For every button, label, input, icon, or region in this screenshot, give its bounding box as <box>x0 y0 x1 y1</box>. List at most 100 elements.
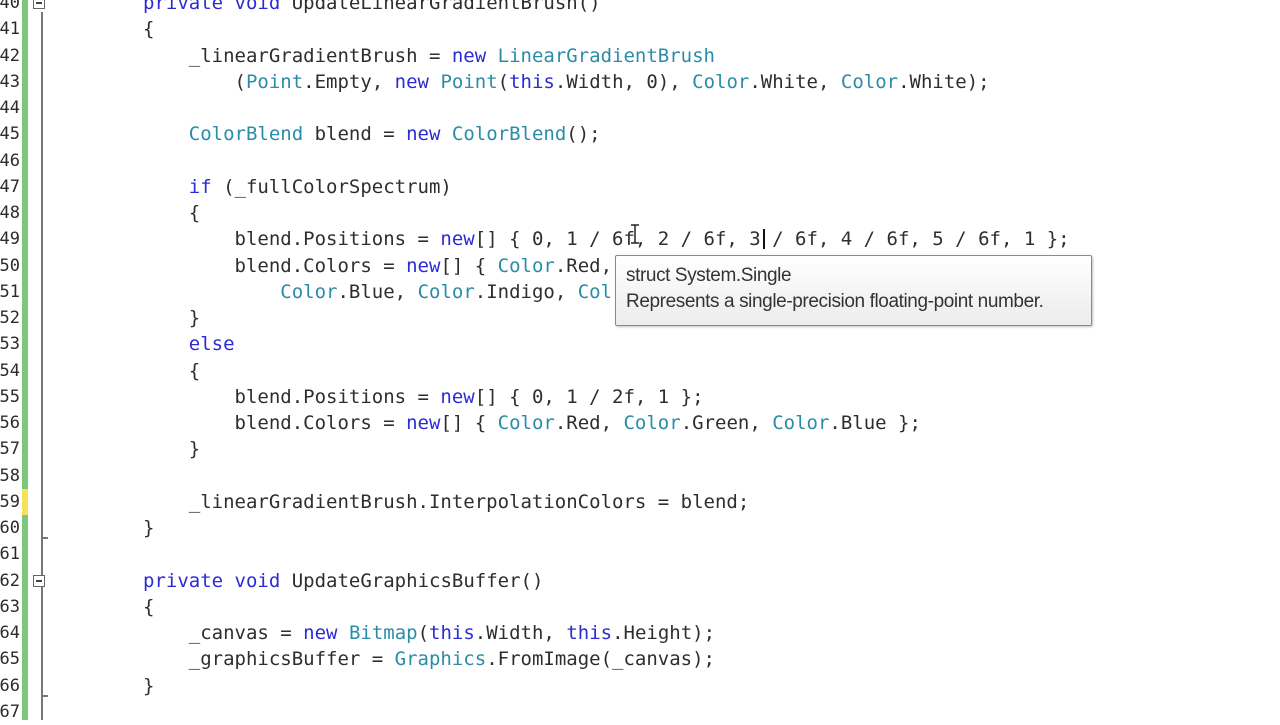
line-number: 50 <box>0 255 20 276</box>
code-line[interactable]: _linearGradientBrush = new LinearGradien… <box>143 43 715 69</box>
keyword-token: void <box>234 0 281 14</box>
code-line[interactable]: _graphicsBuffer = Graphics.FromImage(_ca… <box>143 646 715 672</box>
code-line[interactable]: { <box>143 594 154 620</box>
code-line[interactable]: blend.Colors = new[] { Color.Red, <box>143 253 613 279</box>
code-token: _linearGradientBrush = <box>143 44 452 67</box>
line-number: 47 <box>0 176 20 197</box>
keyword-token: private <box>143 0 224 14</box>
code-line[interactable]: { <box>143 358 200 384</box>
code-token: { <box>143 202 201 224</box>
code-token <box>143 176 189 198</box>
code-line[interactable]: else <box>143 331 235 357</box>
code-token: UpdateGraphicsBuffer() <box>280 569 544 592</box>
code-token <box>143 333 189 355</box>
code-token: .Red, <box>554 254 613 277</box>
change-tracking-bar <box>22 0 28 720</box>
code-token: { <box>143 595 155 618</box>
line-number: 57 <box>0 439 20 460</box>
code-token: ( <box>497 70 510 93</box>
keyword-token: void <box>234 569 281 592</box>
keyword-token: private <box>143 569 224 592</box>
code-line[interactable]: if (_fullColorSpectrum) <box>143 174 452 200</box>
code-line[interactable]: ColorBlend blend = new ColorBlend(); <box>143 121 601 147</box>
code-line[interactable]: (Point.Empty, new Point(this.Width, 0), … <box>143 69 990 95</box>
code-token: ( <box>417 622 430 644</box>
code-token: .Width, 0), <box>554 70 693 93</box>
keyword-token: new <box>440 228 475 251</box>
code-token: UpdateLinearGradientBrush() <box>280 0 601 14</box>
code-token: .Indigo, <box>474 280 578 303</box>
code-line[interactable]: Color.Blue, Color.Indigo, Col <box>143 279 612 305</box>
line-number: 64 <box>0 623 20 643</box>
type-token: Color <box>497 254 555 277</box>
code-token <box>223 570 234 592</box>
line-number: 66 <box>0 675 20 696</box>
code-line[interactable]: blend.Colors = new[] { Color.Red, Color.… <box>143 410 921 436</box>
code-token <box>429 71 440 93</box>
code-line[interactable]: { <box>143 16 154 42</box>
code-token: .Height); <box>612 622 716 644</box>
code-token: .Empty, <box>303 70 395 93</box>
type-token: LinearGradientBrush <box>497 44 715 67</box>
line-number: 67 <box>0 701 20 722</box>
code-line[interactable]: { <box>143 200 200 226</box>
collapse-region-icon[interactable] <box>33 574 45 587</box>
type-token: Col <box>577 280 613 303</box>
collapse-region-icon[interactable] <box>33 0 45 9</box>
type-token: Color <box>692 70 750 93</box>
line-number: 56 <box>0 413 20 433</box>
type-token: Color <box>623 412 681 434</box>
code-token: blend.Positions = <box>143 228 441 251</box>
code-token: [] { 0, 1 / 6f, 2 / 6f, 3 / 6f, 4 / 6f, … <box>474 228 1070 251</box>
type-token: ColorBlend <box>451 123 567 146</box>
line-number: 60 <box>0 518 20 538</box>
code-token: .Blue }; <box>829 412 921 434</box>
code-token: _graphicsBuffer = <box>143 648 395 671</box>
code-line[interactable]: blend.Positions = new[] { 0, 1 / 2f, 1 }… <box>143 384 704 410</box>
keyword-token: new <box>440 385 475 408</box>
type-token: Color <box>840 70 899 93</box>
code-line[interactable]: blend.Positions = new[] { 0, 1 / 6f, 2 /… <box>143 226 1070 252</box>
keyword-token: this <box>566 622 613 644</box>
code-token: _linearGradientBrush.InterpolationColors… <box>143 490 750 513</box>
type-token: ColorBlend <box>188 123 304 146</box>
code-line[interactable]: private void UpdateLinearGradientBrush() <box>143 0 601 16</box>
code-line[interactable]: _canvas = new Bitmap(this.Width, this.He… <box>143 620 715 646</box>
keyword-token: this <box>509 70 555 93</box>
line-number: 65 <box>0 649 20 670</box>
type-token: Color <box>772 412 830 434</box>
code-token: .Width, <box>474 622 567 644</box>
code-line[interactable]: } <box>143 673 154 699</box>
code-line[interactable]: } <box>143 305 200 331</box>
code-token: ( <box>143 70 246 93</box>
code-token <box>440 123 451 145</box>
code-line[interactable]: } <box>143 515 154 541</box>
keyword-token: new <box>406 254 441 277</box>
code-token: } <box>143 438 201 461</box>
line-number: 49 <box>0 229 20 250</box>
code-token <box>486 45 497 67</box>
code-line[interactable]: _linearGradientBrush.InterpolationColors… <box>143 489 750 515</box>
code-token: .White); <box>898 70 990 93</box>
code-line[interactable]: private void UpdateGraphicsBuffer() <box>143 568 543 594</box>
ibeam-cursor-icon <box>631 224 639 244</box>
code-token: blend.Colors = <box>143 254 407 277</box>
line-number: 45 <box>0 124 20 145</box>
line-number: 41 <box>0 19 20 40</box>
type-token: Color <box>280 280 338 303</box>
keyword-token: if <box>188 175 212 198</box>
code-token: .Red, <box>554 412 624 434</box>
type-token: Point <box>440 70 498 93</box>
line-number: 42 <box>0 45 20 66</box>
code-token: _canvas = <box>143 622 304 644</box>
code-token: { <box>143 359 201 382</box>
code-token: .White, <box>749 70 841 93</box>
keyword-token: this <box>429 622 475 644</box>
code-line[interactable]: } <box>143 436 200 462</box>
line-number: 58 <box>0 465 20 486</box>
line-number: 55 <box>0 386 20 407</box>
code-token: .Green, <box>680 412 773 434</box>
code-token <box>223 0 234 14</box>
line-number: 61 <box>0 544 20 565</box>
